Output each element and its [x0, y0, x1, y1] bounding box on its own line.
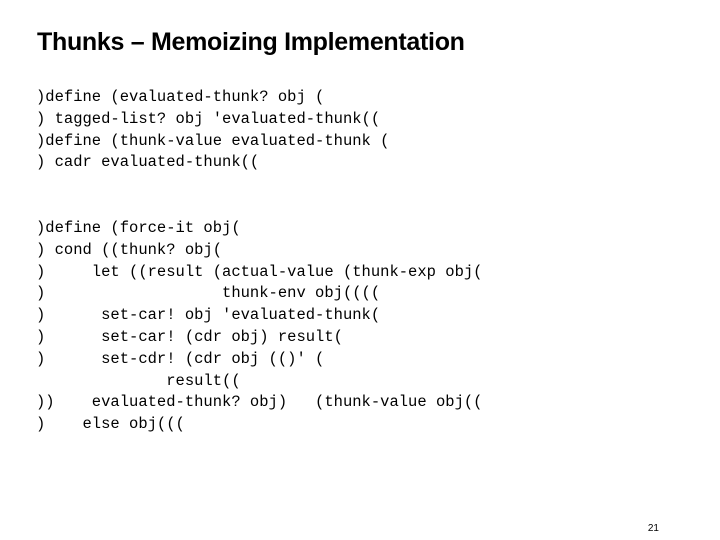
code-line: ) cond ((thunk? obj( — [36, 240, 223, 259]
slide-title: Thunks – Memoizing Implementation — [37, 28, 465, 56]
code-line: ) set-cdr! (cdr obj (()' ( — [36, 349, 325, 368]
code-line: ) thunk-env obj(((( — [36, 284, 381, 303]
code-line: ) set-car! (cdr obj) result( — [36, 327, 343, 346]
code-line: ) cadr evaluated-thunk(( — [36, 153, 260, 172]
code-line: )define (evaluated-thunk? obj ( — [36, 88, 325, 106]
code-line: )) evaluated-thunk? obj) (thunk-value ob… — [36, 393, 483, 412]
code-line: ) let ((result (actual-value (thunk-exp … — [36, 262, 483, 281]
code-line: )define (thunk-value evaluated-thunk ( — [36, 131, 390, 150]
code-block-force-it: )define (force-it obj( ) cond ((thunk? ob… — [36, 218, 482, 436]
code-line: )define (force-it obj( — [36, 219, 241, 237]
code-line: ) tagged-list? obj 'evaluated-thunk(( — [36, 109, 381, 128]
code-line: ) set-car! obj 'evaluated-thunk( — [36, 306, 381, 325]
code-line: result(( — [36, 371, 241, 390]
code-block-thunk-helpers: )define (evaluated-thunk? obj ( ) tagged-… — [36, 87, 389, 174]
page-number: 21 — [647, 523, 659, 534]
code-line: ) else obj((( — [36, 415, 185, 434]
